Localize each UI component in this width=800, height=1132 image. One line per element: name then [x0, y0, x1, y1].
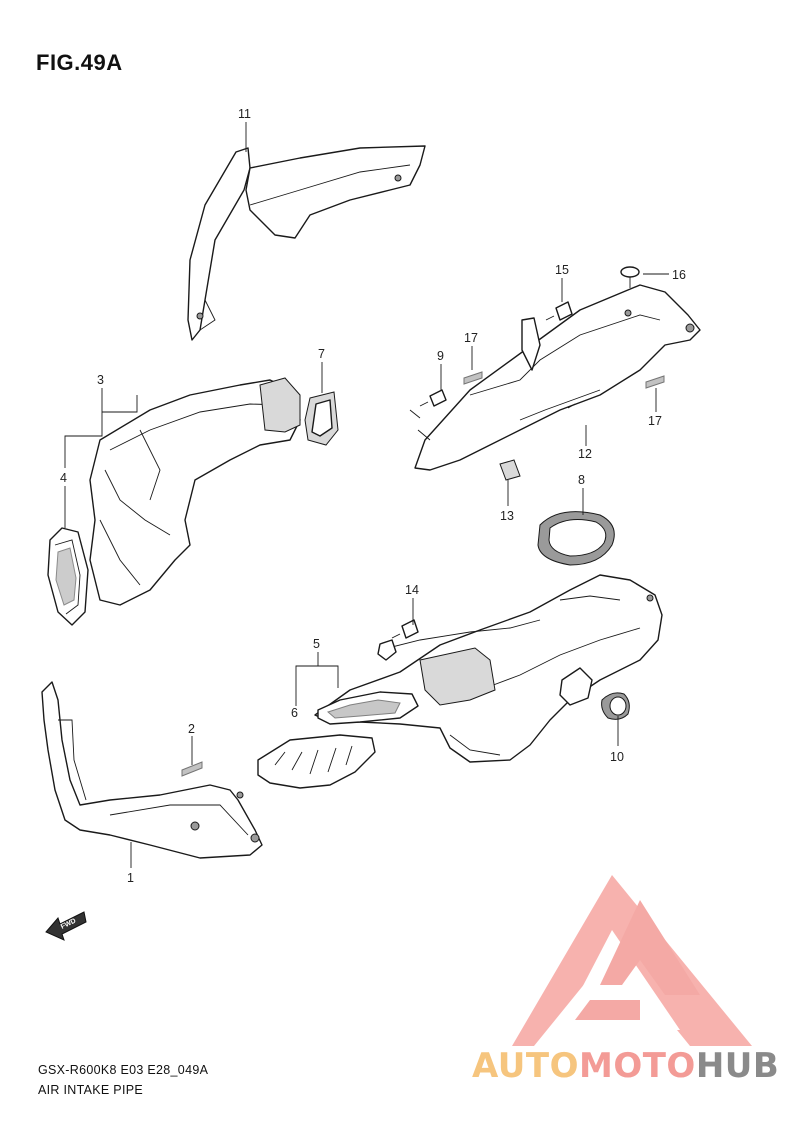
part-17-tape-a	[463, 371, 483, 385]
figure-code: GSX-R600K8 E03 E28_049A	[38, 1063, 209, 1077]
callout-12: 12	[578, 447, 592, 461]
part-7-seal	[304, 391, 339, 446]
callout-15: 15	[555, 263, 569, 277]
figure-title: FIG.49A	[36, 50, 123, 75]
callout-14: 14	[405, 583, 419, 597]
callout-5: 5	[313, 637, 320, 651]
figure-footer: GSX-R600K8 E03 E28_049A AIR INTAKE PIPE	[38, 1060, 208, 1100]
part-1-lower-frame	[41, 681, 263, 859]
callout-8: 8	[578, 473, 585, 487]
part-15-screw	[545, 301, 573, 321]
part-13-clip	[499, 459, 521, 481]
part-3-left-duct	[89, 377, 301, 606]
brand-part-hub: HUB	[695, 1046, 780, 1086]
part-16-grommet	[620, 266, 640, 288]
callout-1: 1	[127, 871, 134, 885]
leader-lines	[64, 122, 669, 868]
callout-7: 7	[318, 347, 325, 361]
callout-11: 11	[238, 107, 251, 121]
callout-17b: 17	[648, 414, 662, 428]
callout-9: 9	[437, 349, 444, 363]
fwd-arrow-icon: FWD	[45, 911, 87, 941]
part-5-lower-duct	[314, 574, 663, 763]
part-9-screw	[419, 389, 447, 407]
callout-4: 4	[60, 471, 67, 485]
callout-labels: 11 3 4 7 9 17 15 16 12 17 13 8 14 5 6 10…	[60, 107, 686, 885]
callout-16: 16	[672, 268, 686, 282]
callout-17a: 17	[464, 331, 478, 345]
part-12-side-panel	[414, 284, 701, 471]
brand-part-auto: AUTO	[472, 1046, 579, 1086]
part-6-vent-grille	[257, 691, 419, 789]
callout-2: 2	[188, 722, 195, 736]
callout-3: 3	[97, 373, 104, 387]
part-11-upper-duct	[187, 145, 426, 341]
callout-13: 13	[500, 509, 514, 523]
callout-6: 6	[291, 706, 298, 720]
part-2-label-strip	[181, 761, 203, 777]
part-8-gasket	[537, 511, 615, 566]
callout-10: 10	[610, 750, 624, 764]
brand-part-moto: MOTO	[578, 1046, 696, 1086]
part-4-mesh-grille	[47, 527, 89, 626]
part-10-plug	[601, 692, 630, 720]
figure-name: AIR INTAKE PIPE	[38, 1083, 143, 1097]
watermark-logo	[512, 875, 752, 1046]
part-14-screw	[391, 619, 419, 639]
watermark-brand: AUTOMOTOHUB	[472, 1046, 779, 1086]
part-17-tape-b	[645, 375, 665, 389]
